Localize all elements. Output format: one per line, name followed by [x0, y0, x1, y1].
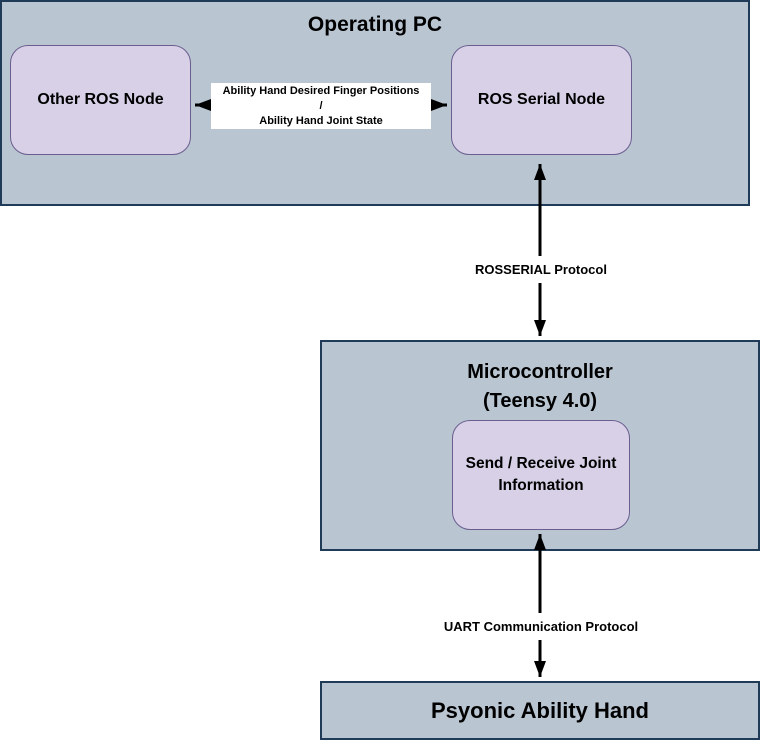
ros-link-label-line1: Ability Hand Desired Finger Positions	[222, 84, 420, 97]
operating-pc-container: Operating PC Other ROS Node ROS Serial N…	[0, 0, 750, 206]
other-ros-node-label: Other ROS Node	[37, 91, 164, 108]
microcontroller-title-line2: (Teensy 4.0)	[482, 390, 598, 412]
joint-info-label-line2: Information	[498, 477, 584, 494]
other-ros-node-box: Other ROS Node	[10, 45, 191, 155]
ros-serial-node-box: ROS Serial Node	[451, 45, 632, 155]
uart-protocol-label: UART Communication Protocol	[424, 613, 658, 640]
joint-info-label-line1: Send / Receive Joint	[465, 455, 617, 472]
rosserial-protocol-label: ROSSERIAL Protocol	[464, 256, 618, 283]
microcontroller-title-line1: Microcontroller	[467, 361, 613, 383]
microcontroller-title: Microcontroller (Teensy 4.0)	[322, 358, 758, 416]
ros-link-label-line2: /	[319, 99, 323, 112]
ros-link-label: Ability Hand Desired Finger Positions / …	[211, 83, 431, 129]
psyonic-hand-box: Psyonic Ability Hand	[320, 681, 760, 740]
joint-info-node-box: Send / Receive Joint Information	[452, 420, 630, 530]
microcontroller-container: Microcontroller (Teensy 4.0) Send / Rece…	[320, 340, 760, 551]
psyonic-hand-title: Psyonic Ability Hand	[430, 697, 649, 723]
operating-pc-title: Operating PC	[307, 13, 443, 36]
ros-serial-node-label: ROS Serial Node	[477, 91, 606, 108]
ros-link-label-line3: Ability Hand Joint State	[259, 114, 383, 127]
